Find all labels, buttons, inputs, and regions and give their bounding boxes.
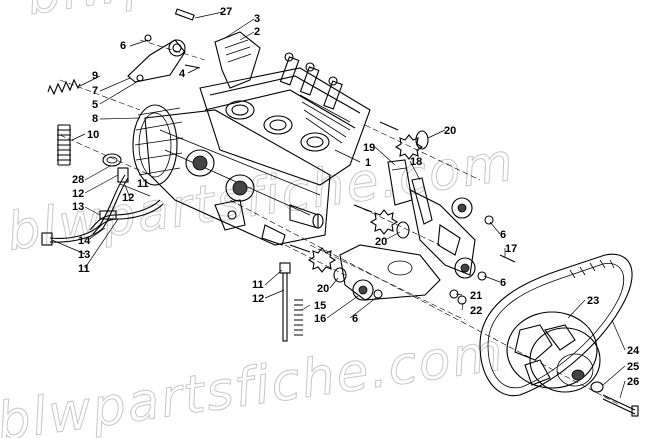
center-bolt (279, 262, 291, 342)
clutch-bolt (590, 381, 639, 417)
callout-8: 8 (92, 113, 98, 125)
callout-4: 4 (179, 68, 186, 80)
callout-28: 28 (72, 174, 84, 186)
callout-27: 27 (220, 6, 232, 18)
callout-13-top: 13 (72, 201, 84, 213)
callout-19: 19 (363, 142, 375, 154)
fasteners (289, 121, 516, 305)
callout-13-bottom: 13 (78, 249, 90, 261)
callout-11-top: 11 (137, 178, 149, 190)
callout-18: 18 (410, 156, 422, 168)
hoses (41, 167, 164, 246)
callout-20-top: 20 (444, 125, 456, 137)
callout-16: 16 (314, 313, 326, 325)
callout-17: 17 (505, 243, 517, 255)
callout-24: 24 (627, 345, 640, 357)
hose-ring (102, 153, 122, 167)
callout-23: 23 (587, 295, 599, 307)
callout-6: 6 (120, 40, 126, 52)
drive-clutch (506, 311, 601, 393)
watermark-line-1: blwpartsfiche.com (23, 0, 538, 27)
callout-21: 21 (470, 290, 482, 302)
callout-20-bottom: 20 (317, 283, 329, 295)
callout-9: 9 (92, 70, 98, 82)
callout-12-mid: 12 (122, 192, 134, 204)
callout-1: 1 (365, 157, 371, 169)
callout-14: 14 (78, 235, 91, 247)
callout-11-bottom: 11 (78, 263, 90, 275)
callout-12-left: 12 (72, 188, 84, 200)
watermark: blwpartsfiche.com blwpartsfiche.com blwp… (0, 0, 539, 438)
drive-bracket (339, 159, 476, 301)
drive-belt (479, 253, 633, 397)
callout-12-center: 12 (252, 293, 264, 305)
callouts: 27 3 2 6 4 9 7 5 8 10 1 19 18 20 28 12 1… (72, 6, 640, 388)
top-mount-bracket (174, 8, 261, 89)
callout-22: 22 (470, 305, 482, 317)
callout-7: 7 (92, 85, 98, 97)
callout-3: 3 (254, 13, 260, 25)
callout-5: 5 (92, 99, 98, 111)
callout-20-mid: 20 (375, 236, 387, 248)
springs (47, 78, 303, 336)
engine-assembly (132, 52, 371, 246)
assembly-axis-lines (59, 39, 621, 406)
callout-6-bottom: 6 (352, 313, 358, 325)
callout-6-right: 6 (500, 277, 506, 289)
callout-10: 10 (87, 129, 99, 141)
watermark-line-3: blwpartsfiche.com (0, 322, 508, 438)
leader-lines (51, 11, 626, 399)
callout-26: 26 (627, 376, 639, 388)
callout-2: 2 (254, 26, 260, 38)
callout-11-center: 11 (252, 279, 264, 291)
callout-6-upper-right: 6 (500, 229, 506, 241)
left-engine-mount (127, 34, 201, 83)
callout-15: 15 (314, 300, 326, 312)
callout-25: 25 (627, 361, 639, 373)
